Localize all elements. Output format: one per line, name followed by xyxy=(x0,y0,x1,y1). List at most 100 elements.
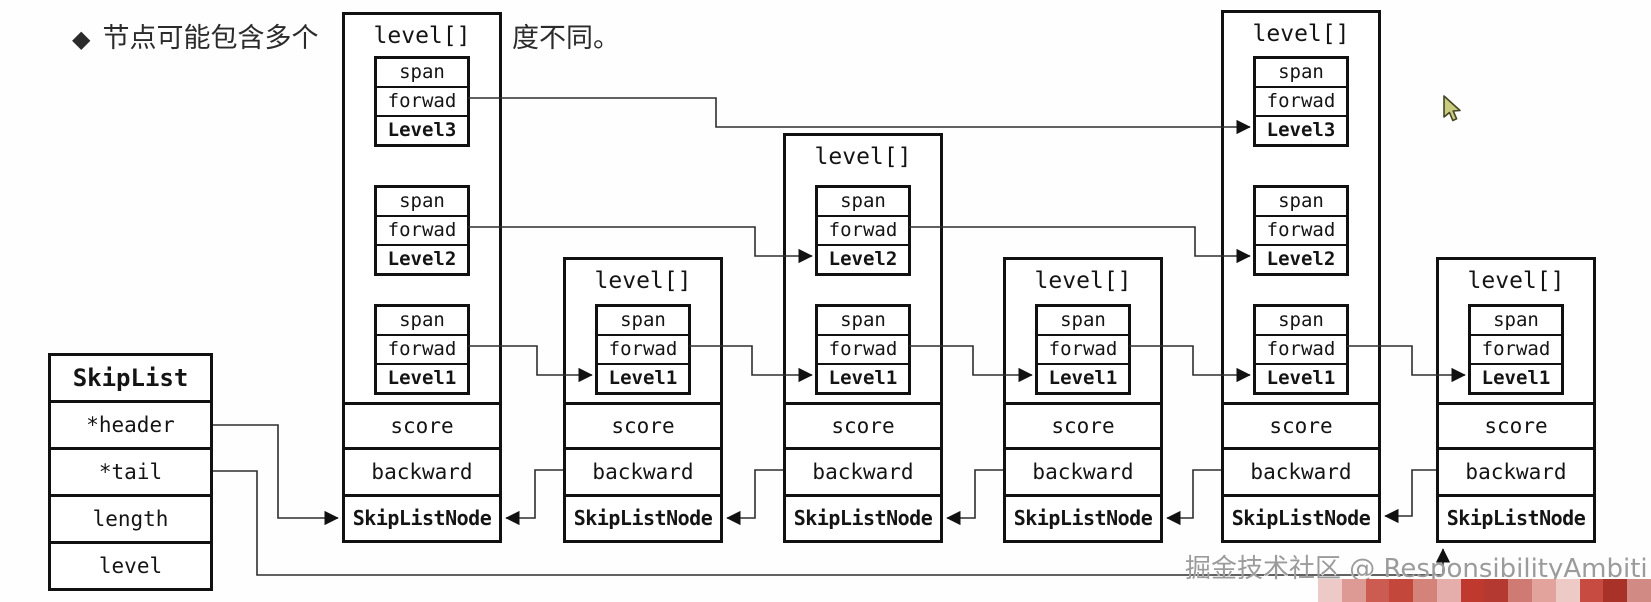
node-1-level1-cell: span forwad Level1 xyxy=(374,304,470,395)
strip-color-block xyxy=(1318,579,1342,602)
span-cell: span xyxy=(1278,190,1324,212)
strip-color-block xyxy=(1341,579,1366,602)
node-4-level-array-title: level[] xyxy=(1034,268,1132,294)
skiplist-field-tail: *tail xyxy=(51,447,210,494)
arrow-n1-l3-to-n5 xyxy=(468,97,1251,135)
score-row: score xyxy=(1006,402,1160,447)
node-3-level2-cell: span forwad Level2 xyxy=(815,185,911,276)
span-cell: span xyxy=(399,61,445,83)
strip-color-block xyxy=(1365,579,1390,602)
span-cell: span xyxy=(399,190,445,212)
skiplistnode-row: SkipListNode xyxy=(566,494,720,540)
forward-cell: forwad xyxy=(1038,334,1128,363)
node-5-level-array-title: level[] xyxy=(1252,21,1350,47)
arrow-n3-l2-to-n5 xyxy=(909,226,1251,264)
score-row: score xyxy=(786,402,940,447)
strip-color-block xyxy=(1460,579,1485,602)
score-row: score xyxy=(566,402,720,447)
backward-row: backward xyxy=(786,447,940,494)
span-cell: span xyxy=(1493,309,1539,331)
level-label-cell: Level1 xyxy=(1471,363,1561,392)
strip-color-block xyxy=(1532,579,1556,602)
arrow-n4-back-to-n3 xyxy=(946,469,1003,526)
arrow-n3-back-to-n2 xyxy=(726,469,783,526)
arrow-n5-back-to-n4 xyxy=(1166,469,1221,526)
backward-row: backward xyxy=(1224,447,1378,494)
score-row: score xyxy=(345,402,499,447)
span-cell: span xyxy=(1278,61,1324,83)
span-cell: span xyxy=(1060,309,1106,331)
level-label-cell: Level1 xyxy=(818,363,908,392)
strip-color-block xyxy=(1579,579,1604,602)
level-label-cell: Level2 xyxy=(377,244,467,273)
node-3-box: level[] span forwad Level2 span forwad L… xyxy=(783,133,943,543)
strip-color-block xyxy=(1389,579,1414,602)
mouse-cursor-icon xyxy=(1443,95,1461,122)
node-1-level-array-title: level[] xyxy=(373,23,471,49)
skiplistnode-row: SkipListNode xyxy=(786,494,940,540)
bottom-image-strip xyxy=(1318,579,1651,602)
span-cell: span xyxy=(840,190,886,212)
node-4-level1-cell: span forwad Level1 xyxy=(1035,304,1131,395)
level-label-cell: Level1 xyxy=(1256,363,1346,392)
node-5-level1-cell: span forwad Level1 xyxy=(1253,304,1349,395)
span-cell: span xyxy=(1278,309,1324,331)
skiplistnode-row: SkipListNode xyxy=(1224,494,1378,540)
strip-color-block xyxy=(1555,579,1580,602)
caption-left: ◆ 节点可能包含多个 xyxy=(72,16,318,55)
span-cell: span xyxy=(399,309,445,331)
node-5-level3-cell: span forwad Level3 xyxy=(1253,56,1349,147)
skiplist-field-header: *header xyxy=(51,400,210,447)
level-label-cell: Level1 xyxy=(1038,363,1128,392)
skiplist-struct-box: SkipList *header *tail length level xyxy=(48,353,213,591)
span-cell: span xyxy=(840,309,886,331)
skiplistnode-row: SkipListNode xyxy=(1006,494,1160,540)
node-3-level-array-title: level[] xyxy=(814,144,912,170)
node-1-level3-cell: span forwad Level3 xyxy=(374,56,470,147)
node-2-level-array-title: level[] xyxy=(594,268,692,294)
backward-row: backward xyxy=(1006,447,1160,494)
caption-left-text: 节点可能包含多个 xyxy=(102,23,319,54)
strip-color-block xyxy=(1627,579,1651,602)
skiplist-field-length: length xyxy=(51,494,210,541)
caption-right: 度不同。 xyxy=(512,16,620,55)
node-2-box: level[] span forwad Level1 score backwar… xyxy=(563,257,723,543)
level-label-cell: Level3 xyxy=(1256,115,1346,144)
backward-row: backward xyxy=(345,447,499,494)
arrow-n6-back-to-n5 xyxy=(1384,469,1436,524)
strip-color-block xyxy=(1508,579,1533,602)
strip-color-block xyxy=(1484,579,1509,602)
diamond-bullet-icon: ◆ xyxy=(72,25,91,53)
skiplist-field-level: level xyxy=(51,541,210,588)
skiplistnode-row: SkipListNode xyxy=(345,494,499,540)
backward-row: backward xyxy=(1439,447,1593,494)
strip-color-block xyxy=(1603,579,1628,602)
backward-row: backward xyxy=(566,447,720,494)
level-label-cell: Level1 xyxy=(377,363,467,392)
strip-color-block xyxy=(1436,579,1461,602)
arrow-header-to-node1 xyxy=(213,424,339,526)
forward-cell: forwad xyxy=(377,86,467,115)
node-6-level-array-title: level[] xyxy=(1467,268,1565,294)
forward-cell: forwad xyxy=(818,215,908,244)
forward-cell: forwad xyxy=(1256,215,1346,244)
node-1-level2-cell: span forwad Level2 xyxy=(374,185,470,276)
level-label-cell: Level2 xyxy=(1256,244,1346,273)
node-2-level1-cell: span forwad Level1 xyxy=(595,304,691,395)
node-5-level2-cell: span forwad Level2 xyxy=(1253,185,1349,276)
skiplist-title: SkipList xyxy=(72,364,189,392)
node-6-box: level[] span forwad Level1 score backwar… xyxy=(1436,257,1596,543)
score-row: score xyxy=(1224,402,1378,447)
strip-color-block xyxy=(1413,579,1437,602)
arrow-n1-l2-to-n3 xyxy=(468,226,813,264)
caption-right-text: 度不同。 xyxy=(512,23,620,54)
node-1-box: level[] span forwad Level3 span forwad L… xyxy=(342,12,502,543)
forward-cell: forwad xyxy=(598,334,688,363)
node-5-box: level[] span forwad Level3 span forwad L… xyxy=(1221,10,1381,543)
forward-cell: forwad xyxy=(818,334,908,363)
node-6-level1-cell: span forwad Level1 xyxy=(1468,304,1564,395)
level-label-cell: Level2 xyxy=(818,244,908,273)
level-label-cell: Level1 xyxy=(598,363,688,392)
level-label-cell: Level3 xyxy=(377,115,467,144)
